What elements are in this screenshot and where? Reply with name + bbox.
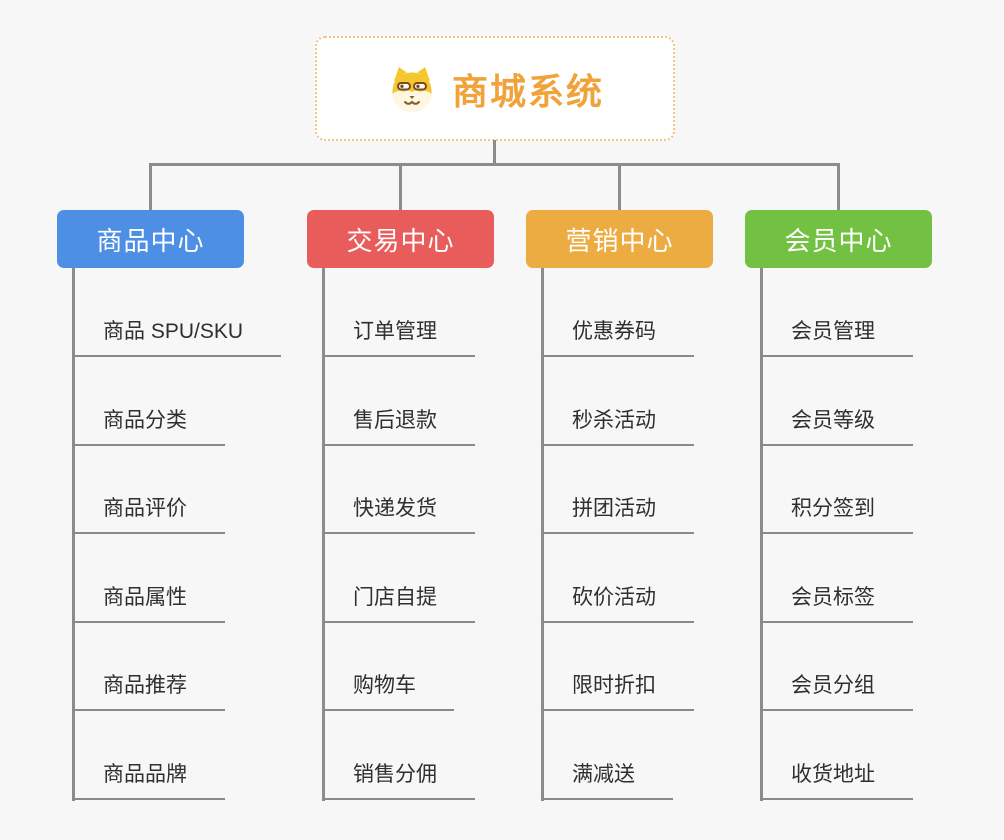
mindmap-item[interactable]: 商品评价 xyxy=(72,495,225,534)
branch-header-member-center[interactable]: 会员中心 xyxy=(745,210,932,268)
mindmap-item[interactable]: 积分签到 xyxy=(760,495,913,534)
branch-product-center: 商品中心 商品 SPU/SKU 商品分类 商品评价 商品属性 商品推荐 商品品牌 xyxy=(57,210,307,801)
mindmap-item[interactable]: 商品分类 xyxy=(72,407,225,446)
branch-trade-center: 交易中心 订单管理 售后退款 快递发货 门店自提 购物车 销售分佣 xyxy=(307,210,557,801)
branch-spine xyxy=(760,268,763,801)
mindmap-item[interactable]: 商品 SPU/SKU xyxy=(72,318,282,357)
mindmap-item[interactable]: 购物车 xyxy=(322,672,454,711)
mindmap-item[interactable]: 销售分佣 xyxy=(322,761,475,800)
connector-root-stub xyxy=(493,140,496,165)
mindmap-item[interactable]: 会员分组 xyxy=(760,672,913,711)
root-node[interactable]: 商城系统 xyxy=(315,36,675,141)
root-title: 商城系统 xyxy=(451,70,604,112)
mindmap-item[interactable]: 会员管理 xyxy=(760,318,913,357)
mindmap-item[interactable]: 会员等级 xyxy=(760,407,913,446)
branch-marketing-center: 营销中心 优惠券码 秒杀活动 拼团活动 砍价活动 限时折扣 满减送 xyxy=(526,210,776,801)
mindmap-item[interactable]: 优惠券码 xyxy=(541,318,694,357)
branch-header-product-center[interactable]: 商品中心 xyxy=(57,210,244,268)
mindmap-item[interactable]: 收货地址 xyxy=(760,761,913,800)
mindmap-item[interactable]: 商品属性 xyxy=(72,584,225,623)
mindmap-item[interactable]: 商品品牌 xyxy=(72,761,225,800)
connector-bus xyxy=(149,163,840,166)
mindmap-item[interactable]: 订单管理 xyxy=(322,318,475,357)
mindmap-item[interactable]: 秒杀活动 xyxy=(541,407,694,446)
branch-member-center: 会员中心 会员管理 会员等级 积分签到 会员标签 会员分组 收货地址 xyxy=(745,210,995,801)
mindmap-item[interactable]: 售后退款 xyxy=(322,407,475,446)
shiba-dog-icon xyxy=(391,66,432,112)
mindmap-item[interactable]: 拼团活动 xyxy=(541,495,694,534)
mindmap-item[interactable]: 快递发货 xyxy=(322,495,475,534)
connector-branch-stub xyxy=(399,166,402,210)
mindmap-item[interactable]: 满减送 xyxy=(541,761,673,800)
connector-branch-stub xyxy=(837,166,840,210)
mindmap-item[interactable]: 商品推荐 xyxy=(72,672,225,711)
branch-spine xyxy=(72,268,75,801)
mindmap-item[interactable]: 会员标签 xyxy=(760,584,913,623)
branch-spine xyxy=(322,268,325,801)
branch-spine xyxy=(541,268,544,801)
connector-branch-stub xyxy=(618,166,621,210)
mindmap-item[interactable]: 门店自提 xyxy=(322,584,475,623)
branch-header-trade-center[interactable]: 交易中心 xyxy=(307,210,494,268)
connector-branch-stub xyxy=(149,166,152,210)
mindmap-item[interactable]: 限时折扣 xyxy=(541,672,694,711)
branch-header-marketing-center[interactable]: 营销中心 xyxy=(526,210,713,268)
mindmap-item[interactable]: 砍价活动 xyxy=(541,584,694,623)
